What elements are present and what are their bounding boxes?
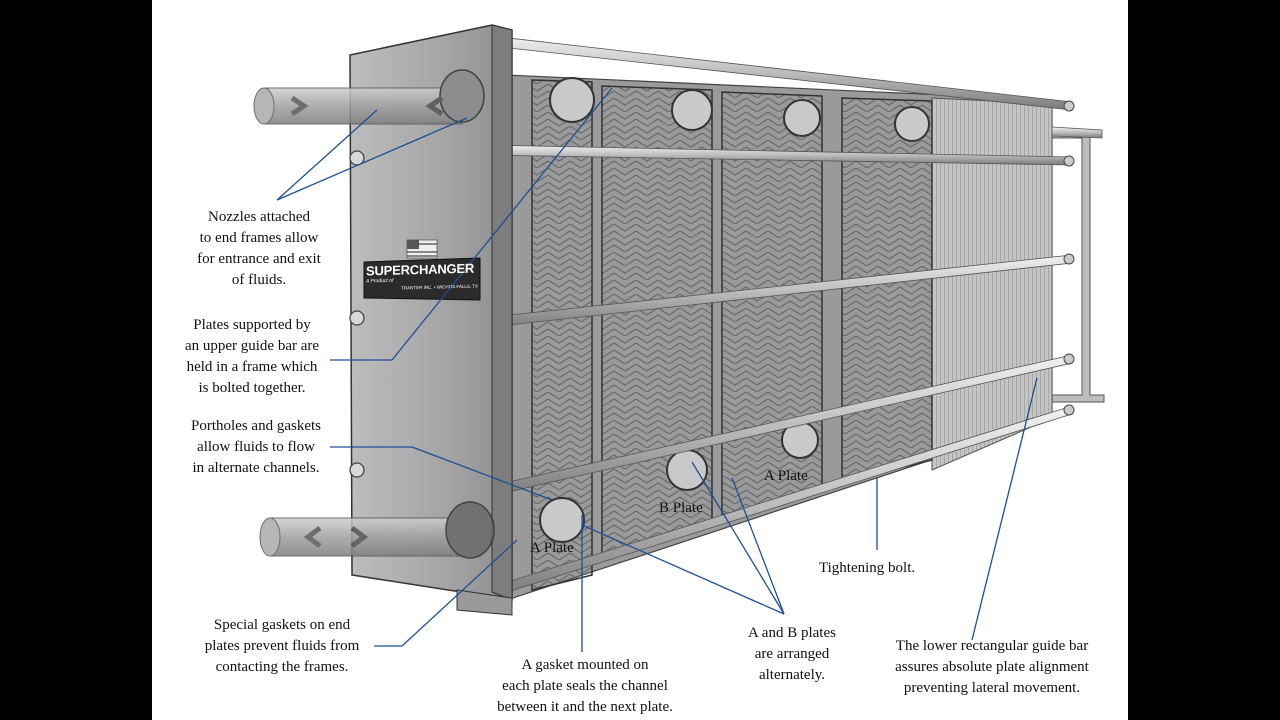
label-a-plate-right: A Plate	[764, 468, 808, 484]
label-a-plate-left: A Plate	[530, 540, 574, 556]
lower-outlet-nozzle	[259, 501, 495, 559]
label-tightening-bolt: Tightening bolt.	[819, 560, 916, 576]
plate-pack	[506, 74, 1053, 601]
nameplate: SUPERCHANGER A Product of TRANTER INC. •…	[366, 261, 478, 300]
diagram-canvas: SUPERCHANGER A Product of TRANTER INC. •…	[152, 0, 1128, 720]
leader-lines	[276, 87, 1038, 652]
upper-inlet-nozzle	[253, 69, 485, 125]
label-ab-plates: A and B plates are arranged alternately.	[748, 625, 836, 683]
nozzles	[253, 69, 495, 559]
label-special-gaskets: Special gaskets on end plates prevent fl…	[204, 617, 360, 675]
label-lower-guide-bar: The lower rectangular guide bar assures …	[895, 638, 1089, 696]
label-plates-supported: Plates supported by an upper guide bar a…	[184, 317, 320, 396]
label-b-plate: B Plate	[659, 500, 703, 516]
label-nozzles: Nozzles attached to end frames allow for…	[197, 209, 321, 288]
heat-exchanger-illustration	[253, 24, 1105, 652]
label-gasket-mounted: A gasket mounted on each plate seals the…	[497, 657, 673, 715]
label-portholes: Portholes and gaskets allow fluids to fl…	[191, 418, 321, 476]
tightening-bolts	[470, 30, 1103, 605]
nameplate-brand: SUPERCHANGER	[366, 260, 475, 279]
